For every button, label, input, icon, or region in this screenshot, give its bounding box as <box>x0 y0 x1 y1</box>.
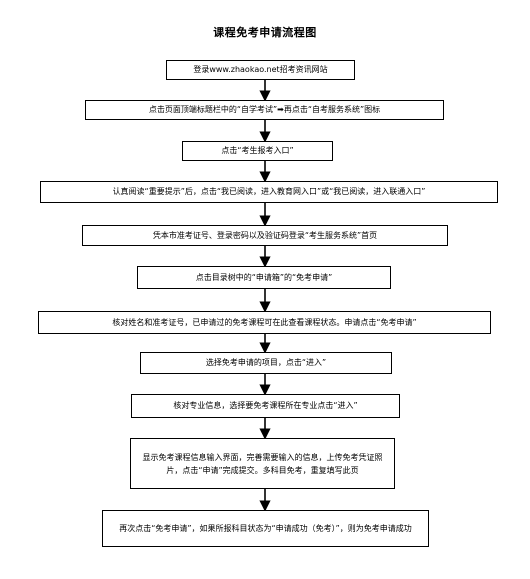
step-9-box: 核对专业信息，选择要免考课程所在专业点击“进入” <box>131 394 400 418</box>
step-3-box: 点击“考生报考入口” <box>182 141 333 161</box>
step-4-box: 认真阅读“重要提示”后，点击“我已阅读，进入教育网入口”或“我已阅读，进入联通入… <box>40 181 498 203</box>
step-10-box: 显示免考课程信息输入界面，完善需要输入的信息，上传免考凭证照片，点击“申请”完成… <box>130 438 395 489</box>
flowchart-title: 课程免考申请流程图 <box>213 26 317 39</box>
step-1-box: 登录www.zhaokao.net招考资讯网站 <box>166 60 355 80</box>
step-11-box: 再次点击“免考申请”，如果所报科目状态为“申请成功（免考）”，则为免考申请成功 <box>102 510 429 547</box>
step-7-box: 核对姓名和准考证号，已申请过的免考课程可在此查看课程状态。申请点击“免考申请” <box>38 311 491 334</box>
step-5-box: 凭本市准考证号、登录密码以及验证码登录“考生服务系统”首页 <box>82 225 448 246</box>
step-6-box: 点击目录树中的“申请箱”的“免考申请” <box>137 266 391 289</box>
step-2-box: 点击页面顶端标题栏中的“自学考试”➡再点击“自考服务系统”图标 <box>85 100 444 120</box>
step-8-box: 选择免考申请的项目，点击“进入” <box>140 352 392 374</box>
